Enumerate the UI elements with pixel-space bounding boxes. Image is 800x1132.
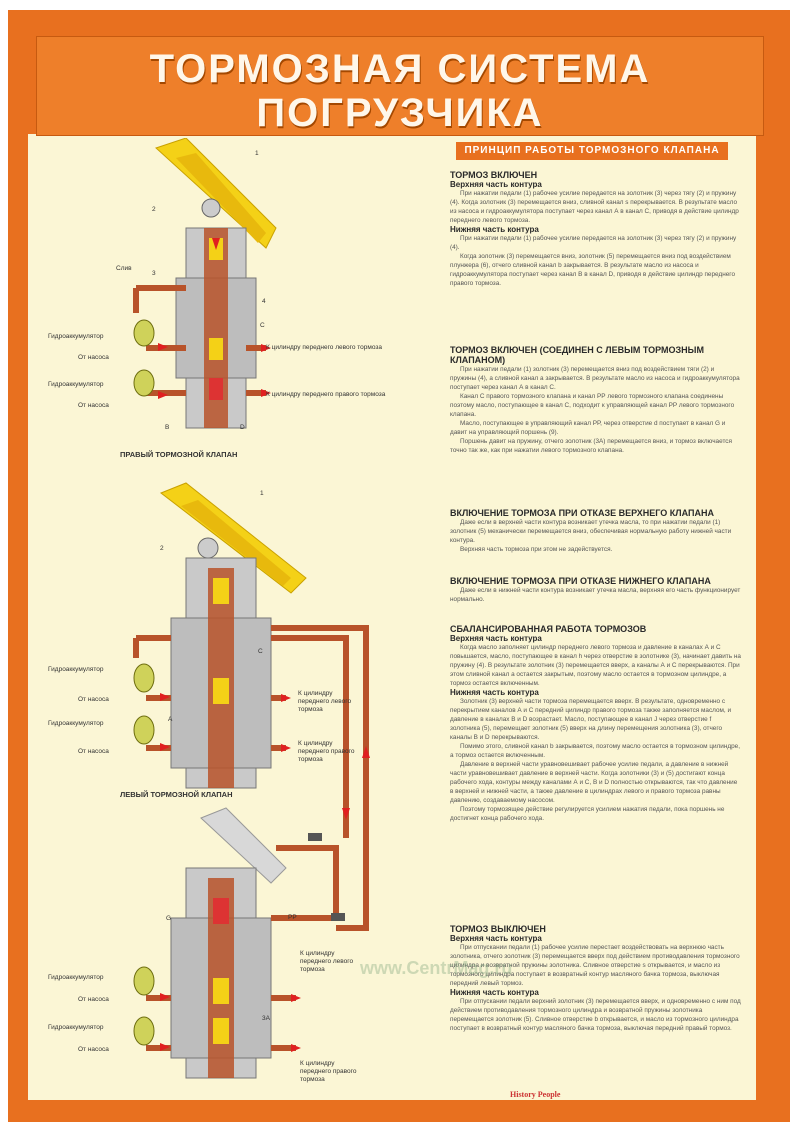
label-to-front-left: К цилиндру переднего левого тормоза [266, 344, 383, 351]
accumulator-icon [133, 966, 155, 996]
poster-content-area [28, 134, 756, 1100]
subheading: Нижняя часть контура [450, 988, 539, 997]
label-hydro-1: Гидроаккумулятор [48, 333, 104, 340]
paragraph: При нажатии педали (1) рабочее усилие пе… [450, 235, 737, 251]
paragraph: Даже если в верхней части контура возник… [450, 519, 732, 544]
label-hydro-4: Гидроаккумулятор [48, 720, 104, 727]
label-hydro-2: Гидроаккумулятор [48, 381, 104, 388]
label-to-front-right-2: К цилиндру переднего правого тормоза [298, 740, 355, 763]
label-to-front-left-3: К цилиндру переднего левого тормоза [300, 950, 354, 973]
paragraph: Поэтому тормозящее действие регулируется… [450, 806, 725, 822]
callout-c: C [260, 322, 265, 329]
accumulator-icon [133, 715, 155, 745]
subheading: Нижняя часть контура [450, 688, 539, 697]
connector-icon [331, 913, 345, 921]
watermark: www.CentrMag.ru [360, 958, 513, 978]
right-valve-diagram [133, 138, 277, 429]
label-to-front-left-2: К цилиндру переднего левого тормоза [298, 690, 352, 713]
title-line-2: ПОГРУЗЧИКА [256, 91, 544, 135]
callout-4: 4 [262, 298, 266, 305]
paragraph: Даже если в нижней части контура возника… [450, 587, 741, 603]
label-pump-2: От насоса [78, 402, 109, 409]
caption-right-valve: ПРАВЫЙ ТОРМОЗНОЙ КЛАПАН [120, 450, 238, 459]
callout-cb: C [258, 648, 263, 655]
label-pump-4: От насоса [78, 748, 109, 755]
callout-ab: A [168, 716, 173, 723]
title-line-1: ТОРМОЗНАЯ СИСТЕМА [149, 47, 651, 91]
section-brake-on-connected: ТОРМОЗ ВКЛЮЧЕН (СОЕДИНЕН С ЛЕВЫМ ТОРМОЗН… [450, 345, 742, 455]
label-pump-6: От насоса [78, 1046, 109, 1053]
heading: ТОРМОЗ ВКЛЮЧЕН (СОЕДИНЕН С ЛЕВЫМ ТОРМОЗН… [450, 345, 704, 365]
heading: ВКЛЮЧЕНИЕ ТОРМОЗА ПРИ ОТКАЗЕ ВЕРХНЕГО КЛ… [450, 508, 714, 518]
section-brake-off: ТОРМОЗ ВЫКЛЮЧЕН Верхняя часть контура Пр… [450, 924, 742, 1033]
paragraph: Помимо этого, сливной канал b закрываетс… [450, 743, 740, 759]
subheading: Верхняя часть контура [450, 180, 542, 189]
subheading: Верхняя часть контура [450, 934, 542, 943]
section-brake-on: ТОРМОЗ ВКЛЮЧЕН Верхняя часть контура При… [450, 170, 742, 288]
callout-3: 3 [152, 270, 156, 277]
lower-valve-diagram [133, 807, 369, 1079]
heading: ВКЛЮЧЕНИЕ ТОРМОЗА ПРИ ОТКАЗЕ НИЖНЕГО КЛА… [450, 576, 711, 586]
paragraph: Когда масло заполняет цилиндр переднего … [450, 644, 741, 687]
accumulator-icon [133, 319, 155, 347]
section-header: ПРИНЦИП РАБОТЫ ТОРМОЗНОГО КЛАПАНА [456, 142, 728, 160]
label-pump-1: От насоса [78, 354, 109, 361]
paragraph: Золотник (3) верхней части тормоза перем… [450, 698, 732, 741]
section-upper-failure: ВКЛЮЧЕНИЕ ТОРМОЗА ПРИ ОТКАЗЕ ВЕРХНЕГО КЛ… [450, 508, 742, 554]
label-pump-3: От насоса [78, 696, 109, 703]
label-to-front-right: К цилиндру переднего правого тормоза [266, 391, 386, 398]
pedal-icon [200, 807, 287, 884]
title-banner: ТОРМОЗНАЯ СИСТЕМА ПОГРУЗЧИКА [36, 36, 764, 136]
paragraph: При нажатии педали (1) золотник (3) пере… [450, 366, 740, 391]
accumulator-icon [133, 663, 155, 693]
paragraph: Давление в верхней части уравновешивает … [450, 761, 738, 804]
callout-1b: 1 [260, 490, 264, 497]
label-hydro-6: Гидроаккумулятор [48, 1024, 104, 1031]
heading: ТОРМОЗ ВЫКЛЮЧЕН [450, 924, 546, 934]
subheading: Нижняя часть контура [450, 225, 539, 234]
label-hydro-5: Гидроаккумулятор [48, 974, 104, 981]
brake-valve-diagram [133, 138, 370, 1079]
paragraph: При отпускании педали верхний золотник (… [450, 998, 741, 1032]
heading: ТОРМОЗ ВКЛЮЧЕН [450, 170, 538, 180]
accumulator-icon [133, 369, 155, 397]
callout-2b: 2 [160, 545, 164, 552]
accumulator-icon [133, 1016, 155, 1046]
paragraph: При отпускании педали (1) рабочее усилие… [450, 944, 740, 987]
section-lower-failure: ВКЛЮЧЕНИЕ ТОРМОЗА ПРИ ОТКАЗЕ НИЖНЕГО КЛА… [450, 576, 742, 604]
paragraph: Масло, поступающее в управляющий канал Р… [450, 420, 726, 436]
callout-3a: 3A [262, 1015, 270, 1022]
paragraph: Верхняя часть тормоза при этом не задейс… [460, 546, 613, 553]
section-balanced: СБАЛАНСИРОВАННАЯ РАБОТА ТОРМОЗОВ Верхняя… [450, 624, 742, 823]
heading: СБАЛАНСИРОВАННАЯ РАБОТА ТОРМОЗОВ [450, 624, 647, 634]
subheading: Верхняя часть контура [450, 634, 542, 643]
callout-1: 1 [255, 150, 259, 157]
label-to-front-right-3: К цилиндру переднего правого тормоза [300, 1060, 357, 1083]
callout-pp: PP [288, 914, 297, 921]
callout-g: G [166, 915, 172, 922]
paragraph: Поршень давит на пружину, отчего золотни… [450, 438, 732, 454]
pedal-arm-icon [176, 153, 266, 243]
caption-left-valve: ЛЕВЫЙ ТОРМОЗНОЙ КЛАПАН [120, 790, 233, 799]
label-sliv: Слив [116, 265, 132, 272]
label-hydro-3: Гидроаккумулятор [48, 666, 104, 673]
callout-d: D [240, 424, 245, 431]
paragraph: Канал С правого тормозного клапана и кан… [450, 393, 735, 418]
connector-icon [308, 833, 322, 841]
paragraph: Когда золотник (3) перемещается вниз, зо… [450, 253, 736, 287]
left-valve-diagram [133, 482, 370, 908]
paragraph: При нажатии педали (1) рабочее усилие пе… [450, 190, 739, 224]
callout-2: 2 [152, 206, 156, 213]
callout-b: B [165, 424, 170, 431]
publisher-logo: History People [510, 1090, 561, 1099]
label-pump-5: От насоса [78, 996, 109, 1003]
